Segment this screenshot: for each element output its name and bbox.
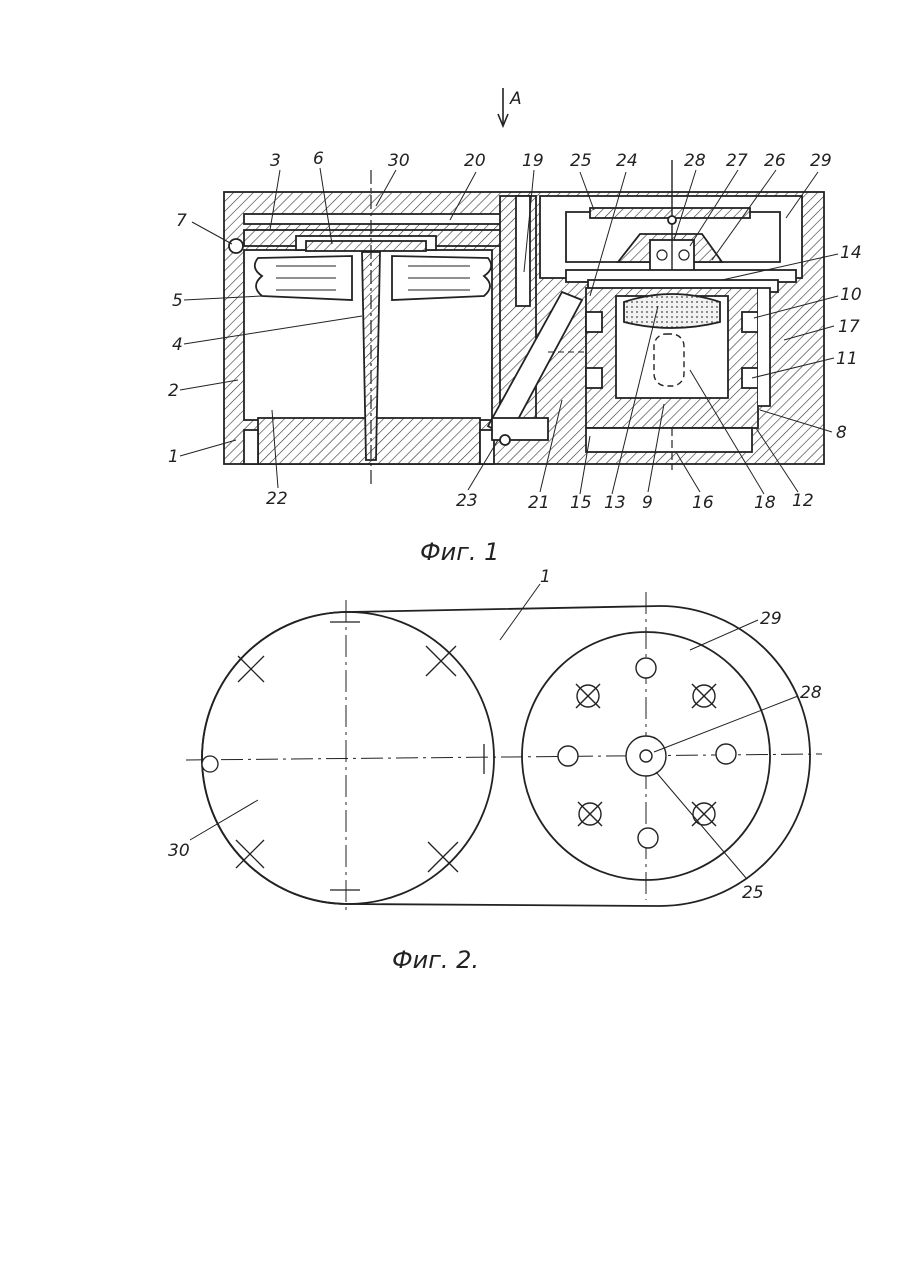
right-disc-holes [558, 658, 736, 848]
label-13: 13 [604, 493, 626, 513]
hole [638, 828, 658, 848]
label-21: 21 [528, 493, 550, 513]
channel-20 [244, 214, 534, 224]
hole-crossed [692, 802, 716, 826]
fig2-label-25: 25 [742, 883, 764, 903]
left-disc-marks [202, 622, 484, 890]
label-20: 20 [464, 151, 486, 171]
label-28: 28 [684, 151, 706, 171]
label-2: 2 [168, 381, 179, 401]
label-3: 3 [270, 151, 281, 171]
center-hole-28 [640, 750, 652, 762]
label-5: 5 [172, 291, 183, 311]
label-4: 4 [172, 335, 183, 355]
hole-crossed [576, 684, 600, 708]
label-15: 15 [570, 493, 592, 513]
label-30: 30 [388, 151, 410, 171]
label-27: 27 [726, 151, 748, 171]
hole-crossed [578, 802, 602, 826]
figure-1-section [224, 160, 824, 486]
fig2-label-30: 30 [168, 841, 190, 861]
hole [716, 744, 736, 764]
fig2-label-28: 28 [800, 683, 822, 703]
label-29: 29 [810, 151, 832, 171]
charge-13 [624, 294, 720, 328]
label-11: 11 [836, 349, 858, 369]
label-1: 1 [168, 447, 179, 467]
label-12: 12 [792, 491, 814, 511]
label-26: 26 [764, 151, 786, 171]
label-25: 25 [570, 151, 592, 171]
view-arrow-a: A [498, 88, 522, 126]
label-24: 24 [616, 151, 638, 171]
figure-2-caption: Фиг. 2. [392, 946, 479, 974]
label-18: 18 [754, 493, 776, 513]
label-7: 7 [176, 211, 187, 231]
hole [558, 746, 578, 766]
hole [636, 658, 656, 678]
label-9: 9 [642, 493, 653, 513]
label-19: 19 [522, 151, 544, 171]
label-23: 23 [456, 491, 478, 511]
fig2-label-29: 29 [760, 609, 782, 629]
label-8: 8 [836, 423, 847, 443]
figure-1-caption: Фиг. 1 [420, 538, 499, 566]
label-6: 6 [313, 149, 324, 169]
label-14: 14 [840, 243, 862, 263]
label-22: 22 [266, 489, 288, 509]
side-channel-17 [758, 288, 770, 406]
label-16: 16 [692, 493, 714, 513]
label-10: 10 [840, 285, 862, 305]
view-arrow-letter: A [509, 89, 522, 109]
hole-crossed [692, 684, 716, 708]
label-17: 17 [838, 317, 860, 337]
valve-7 [229, 239, 243, 253]
cap-6 [306, 241, 426, 251]
fig2-label-1: 1 [540, 567, 551, 587]
